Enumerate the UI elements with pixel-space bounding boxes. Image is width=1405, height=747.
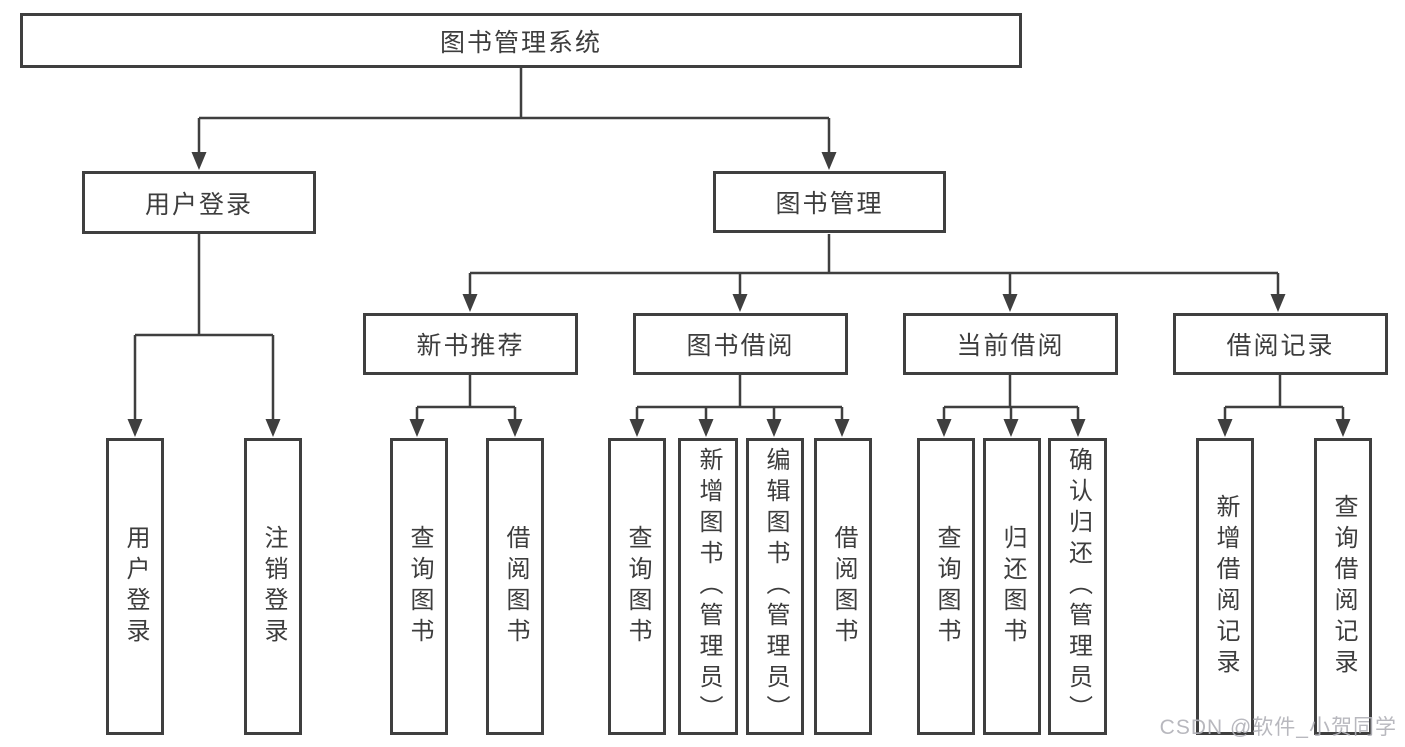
leaf-query-books-1-label: 查询图书 xyxy=(406,524,433,649)
node-book-management-label: 图书管理 xyxy=(775,190,884,218)
leaf-return-books: 归还图书 xyxy=(983,438,1041,735)
leaf-add-borrow-record: 新增借阅记录 xyxy=(1196,438,1254,735)
node-user-login-label: 用户登录 xyxy=(144,190,253,219)
node-borrow-records-label: 借阅记录 xyxy=(1226,332,1335,360)
leaf-borrow-books-1-label: 借阅图书 xyxy=(502,524,529,649)
leaf-borrow-books-2-label: 借阅图书 xyxy=(830,524,857,649)
leaf-borrow-books-2: 借阅图书 xyxy=(814,438,872,735)
leaf-query-borrow-record-label: 查询借阅记录 xyxy=(1330,493,1357,680)
leaf-add-borrow-record-label: 新增借阅记录 xyxy=(1212,493,1239,680)
leaf-add-books-admin-label: 新增图书（管理员） xyxy=(695,447,722,726)
leaf-confirm-return-admin: 确认归还（管理员） xyxy=(1048,438,1107,735)
leaf-confirm-return-admin-label: 确认归还（管理员） xyxy=(1064,447,1092,726)
leaf-query-books-1: 查询图书 xyxy=(390,438,448,735)
node-root-system-label: 图书管理系统 xyxy=(439,28,602,57)
node-new-book-recommend-label: 新书推荐 xyxy=(416,332,525,360)
node-root-system: 图书管理系统 xyxy=(20,13,1022,68)
node-book-borrow-label: 图书借阅 xyxy=(686,332,795,360)
leaf-edit-books-admin: 编辑图书（管理员） xyxy=(746,438,804,735)
leaf-query-books-2: 查询图书 xyxy=(608,438,666,735)
csdn-watermark: CSDN @软件_小贺同学 xyxy=(1159,716,1397,739)
node-current-borrow-label: 当前借阅 xyxy=(956,332,1065,360)
leaf-logout-label: 注销登录 xyxy=(260,524,287,649)
node-book-management: 图书管理 xyxy=(713,171,946,233)
node-borrow-records: 借阅记录 xyxy=(1173,313,1388,375)
node-new-book-recommend: 新书推荐 xyxy=(363,313,578,375)
leaf-query-borrow-record: 查询借阅记录 xyxy=(1314,438,1372,735)
leaf-query-books-2-label: 查询图书 xyxy=(624,524,651,649)
leaf-edit-books-admin-label: 编辑图书（管理员） xyxy=(762,447,789,726)
leaf-return-books-label: 归还图书 xyxy=(999,524,1026,649)
arrowhead-icons xyxy=(127,152,1351,437)
leaf-user-login-label: 用户登录 xyxy=(122,524,149,649)
node-book-borrow: 图书借阅 xyxy=(633,313,848,375)
leaf-add-books-admin: 新增图书（管理员） xyxy=(678,438,738,735)
leaf-query-books-3: 查询图书 xyxy=(917,438,975,735)
leaf-user-login: 用户登录 xyxy=(106,438,164,735)
leaf-borrow-books-1: 借阅图书 xyxy=(486,438,544,735)
node-current-borrow: 当前借阅 xyxy=(903,313,1118,375)
leaf-query-books-3-label: 查询图书 xyxy=(933,524,960,649)
leaf-logout: 注销登录 xyxy=(244,438,302,735)
node-user-login: 用户登录 xyxy=(82,171,316,234)
tree-edges xyxy=(133,68,1345,421)
